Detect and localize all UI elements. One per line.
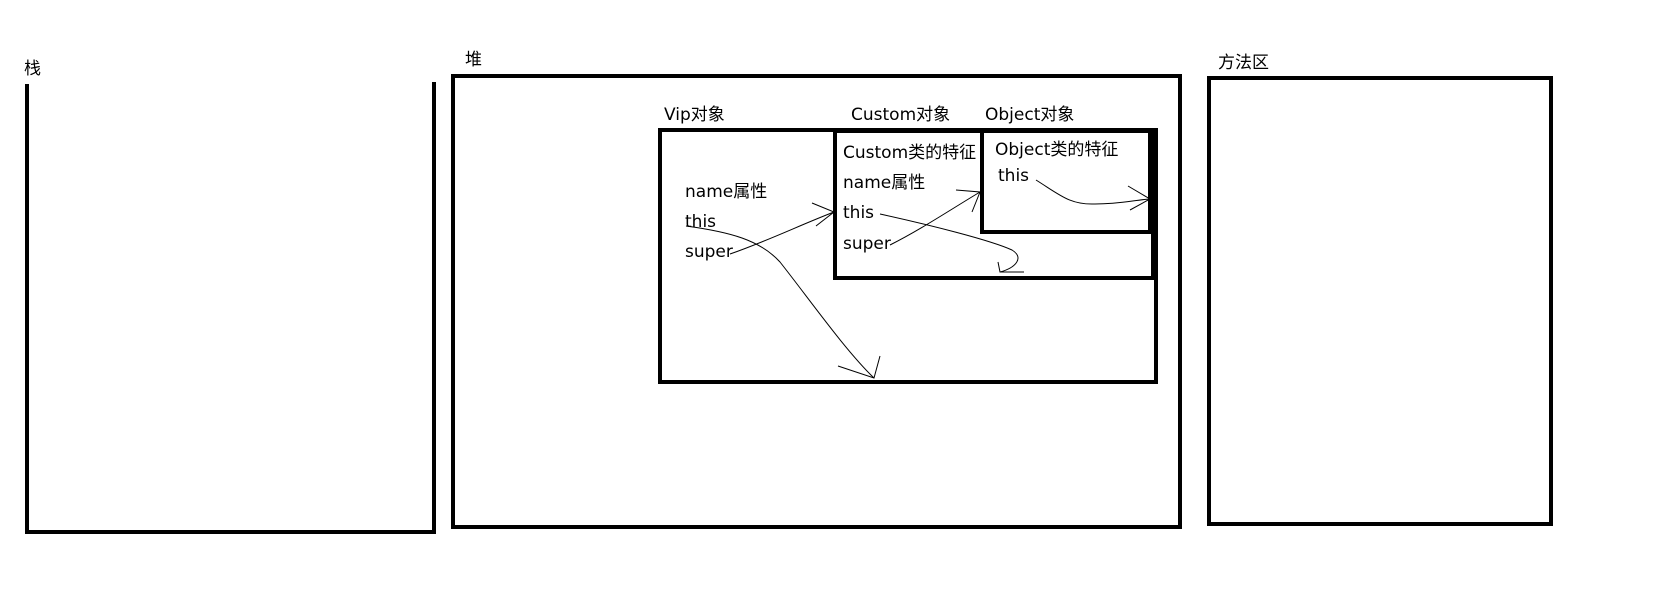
- custom-object-title: Custom对象: [851, 105, 951, 125]
- vip-object-box: [658, 128, 1158, 384]
- method-area-label: 方法区: [1218, 53, 1269, 73]
- arrow-custom-this-to-custom: [879, 213, 1019, 273]
- arrow-object-this-to-object: [1035, 179, 1151, 205]
- arrowhead-custom-super: [955, 189, 981, 213]
- stack-box: [25, 82, 436, 534]
- arrowhead-object-this: [1127, 185, 1152, 211]
- stack-label: 栈: [24, 59, 41, 79]
- custom-field-super: super: [843, 234, 891, 254]
- vip-field-super: super: [685, 242, 733, 262]
- arrow-vip-super-to-custom: [729, 211, 835, 255]
- heap-label: 堆: [465, 50, 482, 70]
- object-feature-label: Object类的特征: [995, 140, 1119, 160]
- object-object-box: [980, 129, 1152, 234]
- custom-feature-label: Custom类的特征: [843, 143, 977, 163]
- vip-object-title: Vip对象: [664, 105, 725, 125]
- arrow-custom-super-to-object: [889, 191, 981, 246]
- object-field-this: this: [998, 166, 1030, 186]
- heap-box: [451, 74, 1182, 529]
- method-area-box: [1207, 76, 1553, 526]
- arrowhead-custom-this: [997, 261, 1024, 273]
- custom-field-name: name属性: [843, 173, 926, 193]
- arrowhead-vip-this: [837, 355, 881, 379]
- vip-field-name: name属性: [685, 182, 768, 202]
- arrowhead-vip-super: [811, 202, 835, 227]
- arrow-vip-this-to-vip: [685, 225, 875, 379]
- custom-field-this: this: [843, 203, 875, 223]
- vip-field-this: this: [685, 212, 717, 232]
- object-object-title: Object对象: [985, 105, 1075, 125]
